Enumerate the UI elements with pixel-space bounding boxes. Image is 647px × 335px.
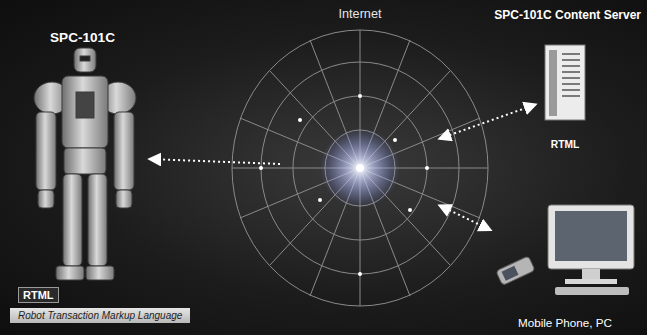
mobile-phone-icon: [496, 256, 535, 286]
illustration-shape: [562, 89, 580, 91]
illustration-shape: [240, 118, 480, 218]
illustration-shape: [562, 95, 580, 97]
illustration-shape: [358, 272, 362, 276]
illustration-shape: [310, 40, 410, 296]
illustration-shape: [545, 45, 585, 120]
format-band: Robot Transaction Markup Language: [10, 308, 190, 323]
illustration-shape: [555, 211, 627, 261]
illustration-shape: [562, 53, 580, 55]
client-node: Mobile Phone, PC: [490, 200, 640, 332]
illustration-shape: [318, 198, 322, 202]
server-icon: [545, 45, 585, 120]
illustration-shape: [36, 112, 56, 190]
illustration-shape: [76, 92, 94, 118]
illustration-shape: [562, 54, 580, 96]
node-title: Internet: [280, 4, 440, 21]
internet-node: Internet: [280, 4, 440, 330]
robot-illustration: [34, 48, 136, 280]
dotted-arrow: [440, 105, 535, 139]
dotted-arrow: [440, 206, 490, 230]
illustration-shape: [310, 40, 410, 296]
node-title: Mobile Phone, PC: [490, 316, 640, 329]
illustration-shape: [259, 94, 429, 276]
illustration-shape: [298, 118, 302, 122]
dotted-arrow: [150, 159, 280, 164]
illustration-shape: [408, 208, 412, 212]
node-subtitle: RTML: [535, 139, 595, 150]
pc-monitor-icon: [548, 205, 634, 295]
illustration-shape: [320, 128, 400, 208]
node-title: SPC-101C: [15, 28, 150, 45]
illustration-shape: [358, 94, 362, 98]
illustration-shape: [356, 164, 364, 172]
illustration-shape: [38, 190, 54, 208]
illustration-shape: [232, 30, 488, 306]
illustration-shape: [549, 50, 557, 116]
illustration-shape: [259, 166, 263, 170]
illustration-shape: [562, 59, 580, 61]
internet-web: [232, 30, 488, 306]
illustration-shape: [56, 266, 84, 280]
server-node: SPC-101C Content ServerRTML: [535, 38, 595, 150]
illustration-shape: [270, 71, 450, 265]
illustration-shape: [393, 138, 397, 142]
illustration-shape: [74, 48, 96, 72]
illustration-shape: [562, 65, 580, 67]
illustration-shape: [270, 71, 450, 265]
illustration-shape: [502, 266, 519, 281]
illustration-shape: [86, 266, 114, 280]
illustration-shape: [548, 205, 634, 269]
illustration-shape: [62, 76, 108, 148]
illustration-shape: [64, 148, 106, 174]
illustration-shape: [562, 71, 580, 73]
illustration-shape: [565, 279, 617, 284]
illustration-shape: [562, 77, 580, 79]
illustration-shape: [240, 118, 480, 218]
illustration-shape: [88, 174, 107, 266]
illustration-shape: [562, 83, 580, 85]
format-tag: RTML: [18, 287, 59, 303]
illustration-shape: [116, 190, 132, 208]
robot-node: SPC-101C: [15, 28, 150, 285]
illustration-shape: [582, 269, 600, 279]
illustration-shape: [63, 174, 82, 266]
illustration-shape: [425, 166, 429, 170]
node-title: SPC-101C Content Server: [494, 8, 641, 22]
illustration-shape: [114, 112, 134, 190]
illustration-shape: [496, 256, 535, 286]
illustration-shape: [555, 287, 629, 295]
illustration-shape: [80, 56, 90, 61]
